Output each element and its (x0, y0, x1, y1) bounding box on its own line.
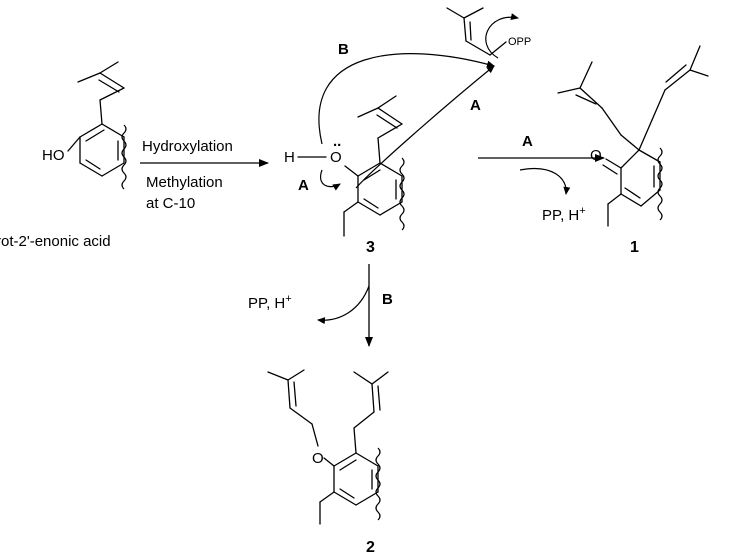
path-b-label: B (382, 291, 393, 308)
product-1-structure (557, 45, 709, 227)
oxygen-label: O (330, 149, 342, 166)
mechanism-arrow-a-oh (320, 169, 341, 191)
mechanism-arrow-a-diagonal (355, 65, 495, 189)
step1-hydroxylation-label: Hydroxylation (142, 138, 233, 155)
hydrogen-label: H (284, 149, 295, 166)
mechanism-label-a-diagonal: A (470, 97, 481, 114)
starting-material-name: rot-2'-enonic acid (0, 233, 111, 250)
opp-leaving-arrow (485, 13, 519, 59)
starting-material-structure (67, 61, 125, 177)
mechanism-label-b: B (338, 41, 349, 58)
intermediate-3-structure (343, 95, 403, 237)
truncation-wavy-line (375, 447, 381, 521)
ether-oxygen-label: O (312, 450, 324, 467)
path-a-byproduct-label: PP, H+ (542, 205, 586, 224)
lone-pair: .. (333, 133, 341, 150)
mechanism-arrow-b-curve (318, 53, 495, 145)
path-b-byproduct-arrow (317, 285, 370, 325)
truncation-wavy-line (657, 147, 663, 221)
compound-3-number: 3 (366, 239, 375, 256)
product-2-structure (267, 369, 389, 525)
compound-1-number: 1 (630, 239, 639, 256)
prenyl-pyrophosphate-structure (446, 7, 507, 56)
path-a-byproduct-arrow (519, 168, 571, 195)
mechanism-label-a-oh: A (298, 177, 309, 194)
path-a-label: A (522, 133, 533, 150)
compound-2-number: 2 (366, 539, 375, 556)
path-b-byproduct-label: PP, H+ (248, 293, 292, 312)
truncation-wavy-line (121, 124, 127, 190)
step1-position-label: at C-10 (146, 195, 195, 212)
hydroxyl-label: HO (42, 147, 65, 164)
carbonyl-oxygen-label: O (590, 147, 602, 164)
truncation-wavy-line (399, 157, 405, 231)
opp-label: OPP (508, 36, 531, 48)
step1-methylation-label: Methylation (146, 174, 223, 191)
